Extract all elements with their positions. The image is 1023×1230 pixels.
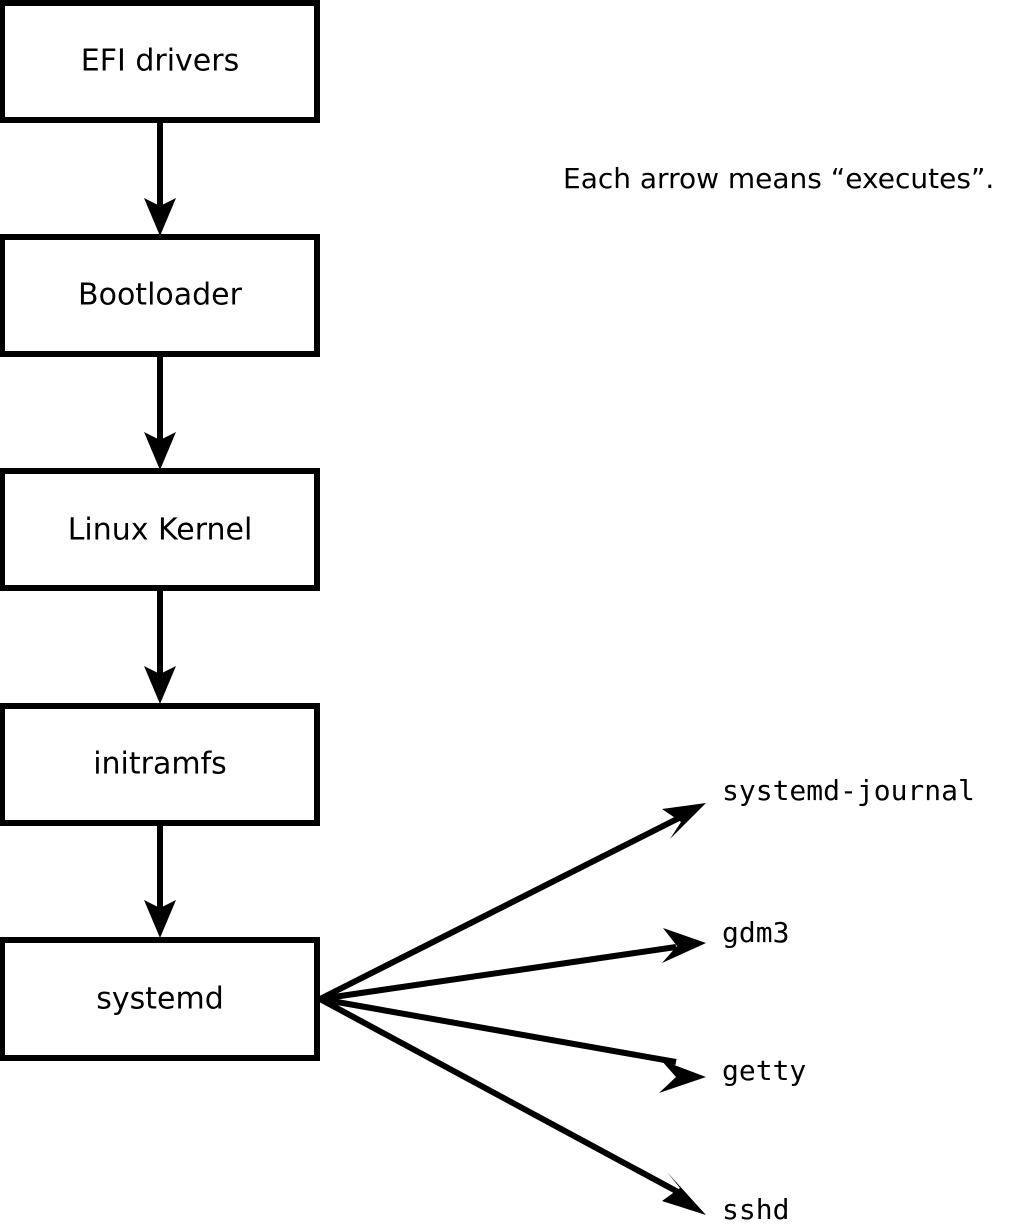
- box-label: Bootloader: [78, 278, 243, 313]
- box-outline: [0, 703, 320, 826]
- chain-arrow-bootloader-to-kernel: [144, 354, 176, 470]
- box-label: initramfs: [93, 747, 227, 782]
- box-efi-drivers[interactable]: EFI drivers: [0, 0, 320, 123]
- chain-arrow-efi-to-bootloader: [144, 120, 176, 236]
- box-label: EFI drivers: [81, 44, 239, 79]
- arrow-head-icon: [662, 803, 706, 839]
- box-outline: [0, 468, 320, 591]
- fan-arrow-line: [319, 944, 677, 1002]
- box-systemd[interactable]: systemd: [0, 937, 320, 1061]
- box-outline: [0, 234, 320, 357]
- box-linux-kernel[interactable]: Linux Kernel: [0, 468, 320, 591]
- box-initramfs[interactable]: initramfs: [0, 703, 320, 826]
- leaf-label-sshd: sshd: [722, 1193, 789, 1226]
- box-bootloader[interactable]: Bootloader: [0, 234, 320, 357]
- fan-arrow-line: [319, 996, 677, 1065]
- arrow-head-icon: [144, 432, 176, 470]
- fan-arrow-gdm3: [319, 928, 706, 1002]
- arrow-head-icon: [144, 666, 176, 704]
- arrow-head-icon: [662, 1172, 706, 1215]
- fan-arrow-getty: [319, 996, 706, 1093]
- arrow-head-icon: [144, 900, 176, 938]
- box-outline: [0, 937, 320, 1061]
- leaf-label-gdm3: gdm3: [722, 916, 789, 949]
- box-outline: [0, 0, 320, 123]
- fan-arrow-sshd: [318, 996, 706, 1215]
- arrow-head-icon: [144, 198, 176, 236]
- box-label: Linux Kernel: [68, 513, 253, 548]
- fan-arrow-line: [318, 996, 680, 1195]
- fan-arrow-line: [318, 815, 681, 1002]
- chain-arrow-kernel-to-initramfs: [144, 588, 176, 704]
- leaf-label-systemd-journal: systemd-journal: [722, 774, 975, 807]
- arrow-head-icon: [659, 1060, 706, 1093]
- box-label: systemd: [96, 982, 224, 1017]
- fan-arrow-systemd-journal: [318, 803, 706, 1002]
- chain-arrow-initramfs-to-systemd: [144, 823, 176, 938]
- arrow-legend-note: Each arrow means “executes”.: [563, 162, 994, 195]
- arrow-head-icon: [662, 928, 706, 963]
- leaf-label-getty: getty: [722, 1054, 806, 1087]
